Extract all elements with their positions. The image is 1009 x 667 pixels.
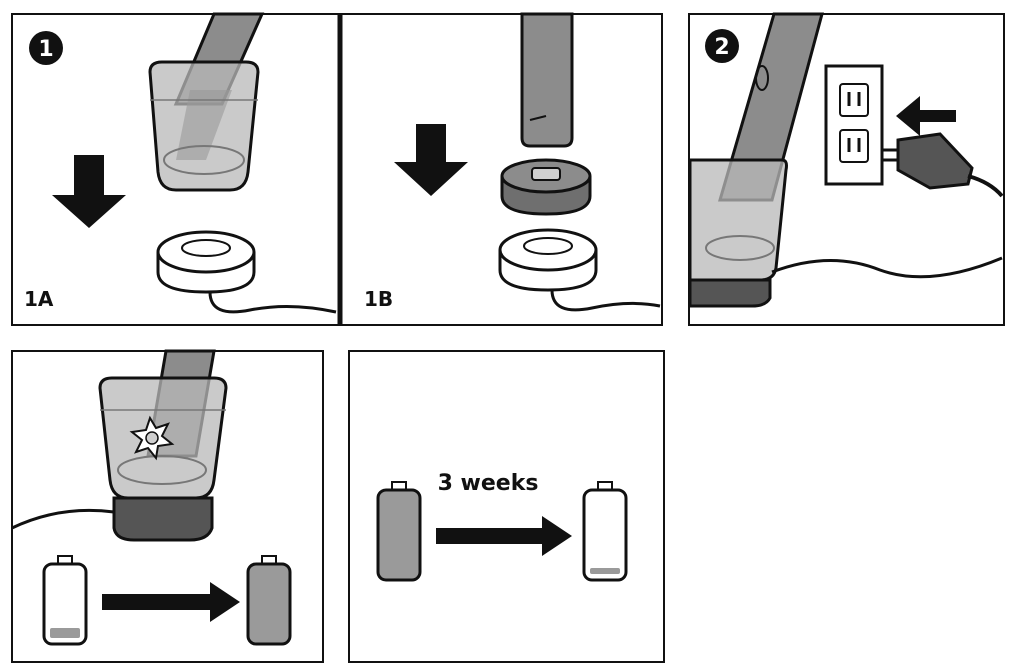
step-1a-label: 1A [24,287,54,311]
duration-caption: 3 weeks [438,471,539,496]
booster-ring [500,158,592,216]
panel-charging [11,349,324,663]
battery-empty-icon [42,555,88,646]
panel-step-1: 1 1A [11,12,663,326]
step-1b-label: 1B [364,287,393,311]
charging-glass-3 [98,376,228,542]
right-arrow-icon [102,582,240,622]
charging-glass-2 [688,158,788,308]
charger-base-1a [156,230,337,314]
charging-glass-1a [148,60,260,192]
step-1-number: 1 [38,37,53,62]
wall-outlet-icon [824,64,884,186]
left-arrow-icon [896,96,956,136]
panel-step-2: 2 [688,12,1005,326]
toothbrush-handle-1b [520,12,574,148]
battery-empty-icon [582,481,628,582]
step-2-badge: 2 [705,29,739,63]
power-plug-icon [882,132,1004,198]
charging-light-icon [129,415,175,461]
right-arrow-icon [436,516,572,556]
panel-battery-duration: 3 weeks [348,350,665,663]
step-1-badge: 1 [29,31,63,65]
battery-full-icon [376,481,422,582]
down-arrow-icon [394,124,468,196]
step-2-number: 2 [714,35,729,60]
battery-full-icon [246,555,292,646]
down-arrow-icon [52,155,126,228]
charger-base-1b [498,228,661,312]
